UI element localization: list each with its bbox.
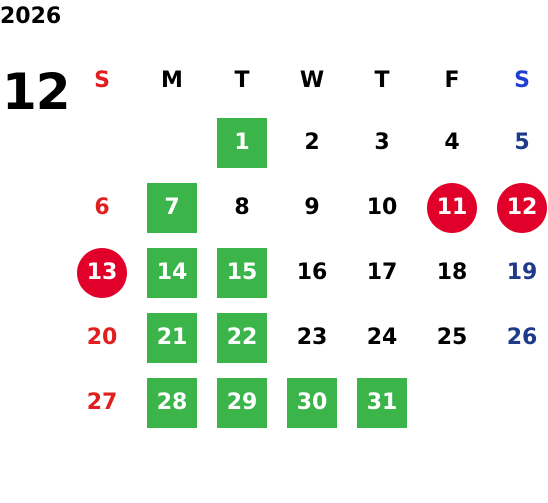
calendar-day-2[interactable]: 2 [304,130,320,155]
weekday-wednesday: W [299,67,325,93]
calendar-day-10[interactable]: 10 [366,195,398,220]
calendar-day-13[interactable]: 13 [77,247,127,298]
calendar-day-24[interactable]: 24 [366,325,398,350]
calendar-cell [487,370,548,435]
calendar-day-18[interactable]: 18 [436,260,468,285]
weekday-monday: M [161,67,183,93]
calendar-day-6[interactable]: 6 [94,195,110,220]
calendar-day-19[interactable]: 19 [506,260,538,285]
calendar-day-5[interactable]: 5 [514,130,530,155]
calendar-cell: 4 [417,110,487,175]
calendar-cell: 12 [487,175,548,240]
calendar-cell: 15 [207,240,277,305]
calendar-day-1[interactable]: 1 [217,117,267,168]
calendar-day-25[interactable]: 25 [436,325,468,350]
calendar-cell: 2 [277,110,347,175]
calendar-cell [417,370,487,435]
calendar-cell: 14 [137,240,207,305]
month-number: 12 [2,63,71,121]
calendar-cell: 19 [487,240,548,305]
calendar-day-22[interactable]: 22 [217,312,267,363]
calendar-cell: 1 [207,110,277,175]
calendar-day-4[interactable]: 4 [444,130,460,155]
calendar-cell [67,110,137,175]
calendar-cell: 3 [347,110,417,175]
weekday-tuesday: T [234,67,250,93]
calendar-cell: 18 [417,240,487,305]
calendar-cell: 25 [417,305,487,370]
calendar-cell: 22 [207,305,277,370]
calendar-week-row: 1 2 3 4 5 [67,110,548,175]
calendar-day-16[interactable]: 16 [296,260,328,285]
calendar-day-14[interactable]: 14 [147,247,197,298]
calendar-cell: 31 [347,370,417,435]
calendar-cell: 11 [417,175,487,240]
calendar-day-29[interactable]: 29 [217,377,267,428]
calendar-day-3[interactable]: 3 [374,130,390,155]
calendar-day-17[interactable]: 17 [366,260,398,285]
calendar-cell: 13 [67,240,137,305]
weekday-saturday: S [514,67,530,93]
calendar-day-27[interactable]: 27 [86,390,118,415]
calendar-day-20[interactable]: 20 [86,325,118,350]
calendar-week-row: 6 7 8 9 10 11 12 [67,175,548,240]
calendar-day-21[interactable]: 21 [147,312,197,363]
calendar-day-9[interactable]: 9 [304,195,320,220]
calendar-day-7[interactable]: 7 [147,182,197,233]
calendar-cell: 6 [67,175,137,240]
weekday-thursday: T [374,67,390,93]
calendar-cell: 27 [67,370,137,435]
calendar-day-31[interactable]: 31 [357,377,407,428]
calendar-day-28[interactable]: 28 [147,377,197,428]
calendar-cell [137,110,207,175]
calendar-week-row: 13 14 15 16 17 18 19 [67,240,548,305]
calendar-cell: 8 [207,175,277,240]
calendar-week-row: 20 21 22 23 24 25 26 [67,305,548,370]
calendar-day-8[interactable]: 8 [234,195,250,220]
calendar-cell: 20 [67,305,137,370]
calendar-day-26[interactable]: 26 [506,325,538,350]
calendar-day-12[interactable]: 12 [497,182,547,233]
year-label: 2026 [0,4,62,29]
calendar-cell: 24 [347,305,417,370]
weekday-header-row: S M T W T F S [67,50,548,110]
calendar-cell: 7 [137,175,207,240]
calendar-day-15[interactable]: 15 [217,247,267,298]
calendar-cell: 30 [277,370,347,435]
weekday-sunday: S [94,67,110,93]
calendar-cell: 28 [137,370,207,435]
calendar-week-row: 27 28 29 30 31 [67,370,548,435]
weekday-friday: F [444,67,460,93]
calendar-day-30[interactable]: 30 [287,377,337,428]
calendar-day-11[interactable]: 11 [427,182,477,233]
calendar-cell: 26 [487,305,548,370]
calendar-cell: 10 [347,175,417,240]
calendar-cell: 23 [277,305,347,370]
calendar-cell: 29 [207,370,277,435]
calendar-cell: 9 [277,175,347,240]
calendar-cell: 16 [277,240,347,305]
calendar-day-23[interactable]: 23 [296,325,328,350]
calendar-cell: 17 [347,240,417,305]
calendar-cell: 21 [137,305,207,370]
calendar-cell: 5 [487,110,548,175]
